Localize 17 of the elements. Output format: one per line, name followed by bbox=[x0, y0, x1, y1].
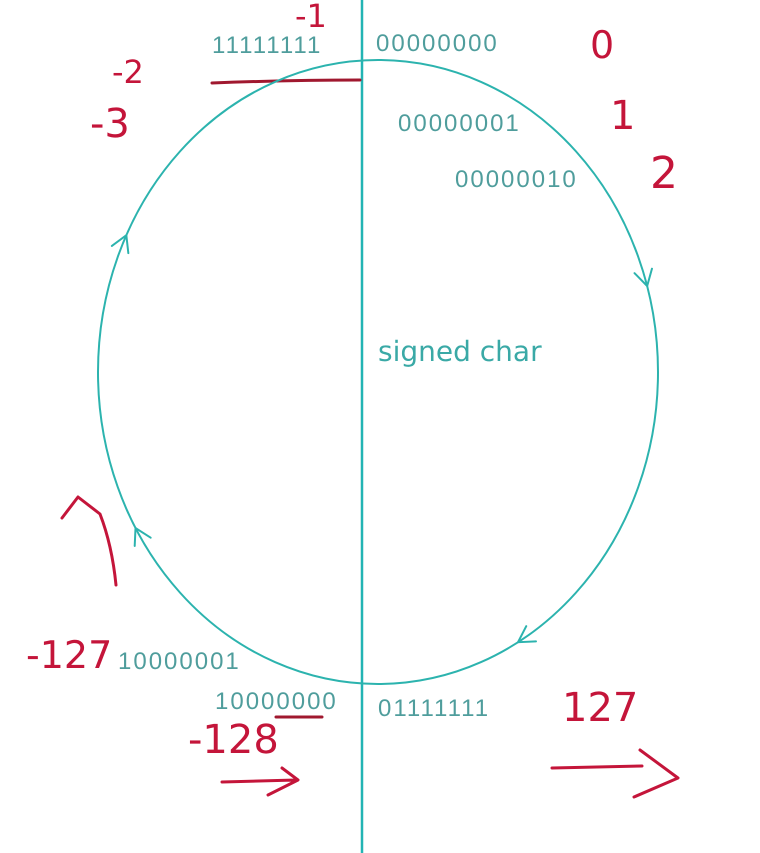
handwritten-number: -1 bbox=[295, 0, 327, 32]
binary-value: 00000001 bbox=[398, 112, 521, 136]
binary-value: 00000010 bbox=[455, 168, 578, 192]
binary-value: 10000000 bbox=[215, 690, 338, 714]
binary-value: 11111111 bbox=[212, 34, 322, 58]
handwritten-number: 127 bbox=[562, 688, 638, 728]
handwritten-number: -128 bbox=[188, 720, 279, 760]
handwritten-number: 2 bbox=[650, 152, 678, 196]
handwritten-number: 1 bbox=[610, 96, 636, 136]
binary-value: 00000000 bbox=[376, 32, 499, 56]
handwritten-number: -127 bbox=[26, 636, 112, 674]
handwritten-number: -2 bbox=[112, 56, 144, 88]
binary-value: 01111111 bbox=[378, 697, 490, 721]
handwritten-number: 0 bbox=[590, 26, 614, 64]
center-label: signed char bbox=[378, 338, 542, 366]
handwritten-number: -3 bbox=[90, 104, 130, 144]
binary-value: 10000001 bbox=[118, 650, 241, 674]
